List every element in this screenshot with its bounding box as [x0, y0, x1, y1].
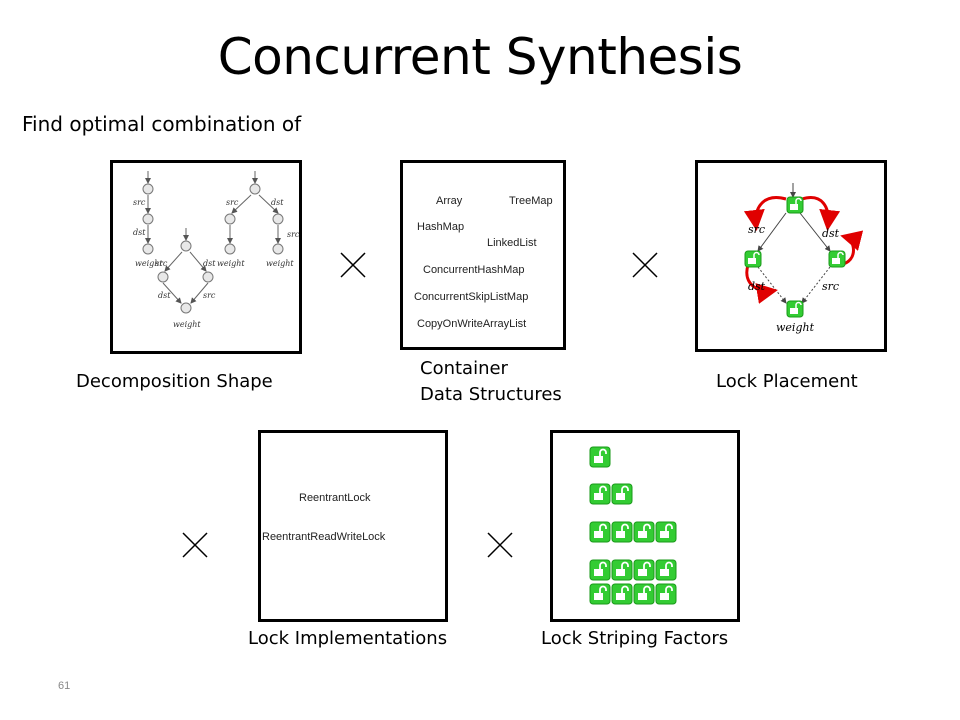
- container-item-linkedlist: LinkedList: [487, 237, 537, 249]
- decomp-label-src: src: [203, 291, 216, 300]
- slide-subtitle: Find optimal combination of: [22, 112, 302, 136]
- lock-icon: [611, 521, 633, 543]
- decomposition-graph: src dst weight src dst src weight weight…: [133, 171, 300, 329]
- lock-icon: [611, 559, 633, 581]
- container-item-array: Array: [436, 195, 463, 207]
- container-item-copyonwritearraylist: CopyOnWriteArrayList: [417, 318, 527, 330]
- decomp-label-dst: dst: [203, 259, 216, 268]
- lock-striping-caption: Lock Striping Factors: [541, 628, 729, 649]
- lock-icon: [655, 559, 677, 581]
- lock-impl-reentrantlock: ReentrantLock: [299, 492, 371, 504]
- placement-label-dst: dst: [822, 227, 840, 240]
- lock-impl-reentrantreadwritelock: ReentrantReadWriteLock: [262, 531, 386, 543]
- slide-title: Concurrent Synthesis: [217, 28, 743, 86]
- lock-striping-icons: [589, 446, 677, 605]
- container-item-treemap: TreeMap: [509, 195, 553, 207]
- lock-icon: [786, 300, 804, 318]
- lock-icon: [655, 521, 677, 543]
- container-caption-line1: Container: [420, 358, 508, 379]
- decomp-label-src: src: [226, 198, 239, 207]
- lock-icon: [633, 559, 655, 581]
- lock-icon: [633, 521, 655, 543]
- times-icon: [487, 532, 513, 558]
- container-item-concurrenthashmap: ConcurrentHashMap: [423, 264, 525, 276]
- lock-icon: [589, 446, 611, 468]
- decomp-label-dst: dst: [133, 228, 146, 237]
- decomp-label-src: src: [133, 198, 146, 207]
- lock-striping-panel: [550, 430, 740, 622]
- container-caption: Container Data Structures: [420, 356, 562, 408]
- lock-icon: [589, 583, 611, 605]
- lock-icon: [589, 483, 611, 505]
- lock-icon: [786, 196, 804, 214]
- lock-impl-caption: Lock Implementations: [248, 628, 448, 649]
- decomp-label-weight: weight: [135, 259, 163, 268]
- container-item-hashmap: HashMap: [417, 221, 465, 233]
- placement-label-src: src: [822, 280, 839, 293]
- container-caption-line2: Data Structures: [420, 384, 562, 405]
- placement-label-src: src: [748, 223, 765, 236]
- lock-icon: [611, 483, 633, 505]
- lock-impl-panel: ReentrantLock ReentrantReadWriteLock: [258, 430, 448, 622]
- decomp-label-dst: dst: [158, 291, 171, 300]
- lock-icon: [633, 583, 655, 605]
- lock-icon: [655, 583, 677, 605]
- decomposition-caption: Decomposition Shape: [76, 371, 273, 392]
- times-icon: [182, 532, 208, 558]
- decomp-label-src: src: [155, 259, 168, 268]
- lock-icon: [589, 521, 611, 543]
- decomp-label-dst: dst: [271, 198, 284, 207]
- lock-placement-panel: src dst dst src weight: [695, 160, 887, 352]
- lock-icon: [611, 583, 633, 605]
- page-number: 61: [58, 680, 71, 692]
- decomposition-shape-panel: src dst weight src dst src weight weight…: [110, 160, 302, 354]
- placement-label-weight: weight: [776, 321, 815, 334]
- container-structures-panel: Array TreeMap HashMap LinkedList Concurr…: [400, 160, 566, 350]
- container-item-concurrentskiplistmap: ConcurrentSkipListMap: [414, 291, 529, 303]
- decomp-label-weight: weight: [173, 320, 201, 329]
- times-icon: [632, 252, 658, 278]
- placement-label-dst: dst: [748, 280, 766, 293]
- lock-placement-graph: src dst dst src weight: [743, 183, 864, 334]
- decomp-label-weight: weight: [217, 259, 245, 268]
- lock-placement-caption: Lock Placement: [716, 371, 858, 392]
- decomp-label-weight: weight: [266, 259, 294, 268]
- times-icon: [340, 252, 366, 278]
- lock-icon: [589, 559, 611, 581]
- lock-icon: [744, 250, 762, 268]
- lock-icon: [828, 250, 846, 268]
- decomp-label-src: src: [287, 230, 299, 239]
